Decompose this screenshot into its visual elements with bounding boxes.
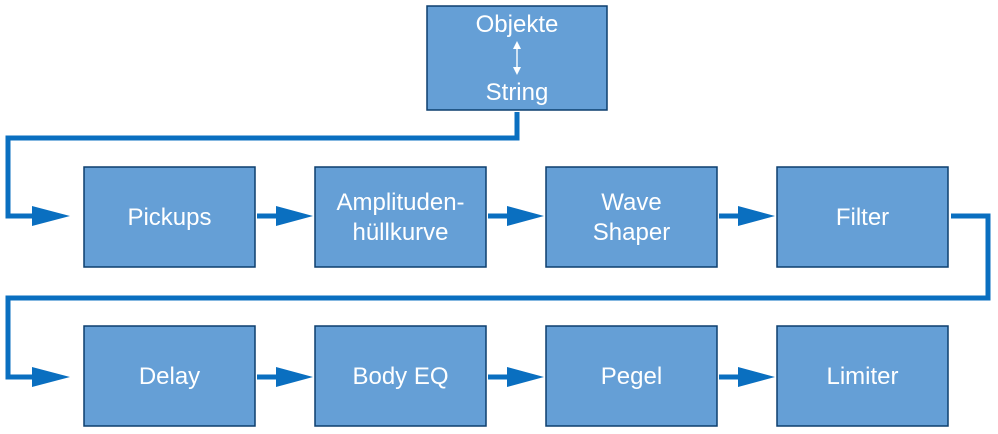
box-amplitude-envelope: Amplituden-hüllkurve bbox=[314, 166, 487, 268]
connector-level-to-limiter bbox=[719, 367, 775, 387]
box-amplitude-envelope-label-2: hüllkurve bbox=[352, 219, 448, 246]
box-pickups-label-1: Pickups bbox=[127, 204, 211, 231]
box-filter: Filter bbox=[776, 166, 949, 268]
box-wave-shaper-label-1: Wave bbox=[601, 189, 661, 216]
box-level: Pegel bbox=[545, 325, 718, 427]
box-delay-label-1: Delay bbox=[139, 363, 200, 390]
box-wave-shaper-label-2: Shaper bbox=[593, 219, 670, 246]
box-level-label-1: Pegel bbox=[601, 363, 662, 390]
source-box: Objekte String bbox=[426, 5, 608, 111]
connector-filter-to-delay bbox=[5, 213, 991, 387]
connector-bodyeq-to-level bbox=[488, 367, 544, 387]
box-pickups: Pickups bbox=[83, 166, 256, 268]
box-body-eq-label-1: Body EQ bbox=[352, 363, 448, 390]
connector-pickups-to-amplitude bbox=[257, 206, 313, 226]
source-label-bottom: String bbox=[486, 79, 549, 106]
connector-amplitude-to-waveshaper bbox=[488, 206, 544, 226]
box-limiter: Limiter bbox=[776, 325, 949, 427]
box-limiter-label-1: Limiter bbox=[826, 363, 898, 390]
connector-waveshaper-to-filter bbox=[719, 206, 775, 226]
box-body-eq: Body EQ bbox=[314, 325, 487, 427]
box-amplitude-envelope-label-1: Amplituden- bbox=[336, 189, 464, 216]
box-delay: Delay bbox=[83, 325, 256, 427]
box-filter-label-1: Filter bbox=[836, 204, 889, 231]
bidirectional-arrow-icon bbox=[513, 41, 521, 75]
source-label-top: Objekte bbox=[476, 11, 559, 38]
connector-source-to-pickups bbox=[5, 112, 520, 226]
connector-delay-to-bodyeq bbox=[257, 367, 313, 387]
